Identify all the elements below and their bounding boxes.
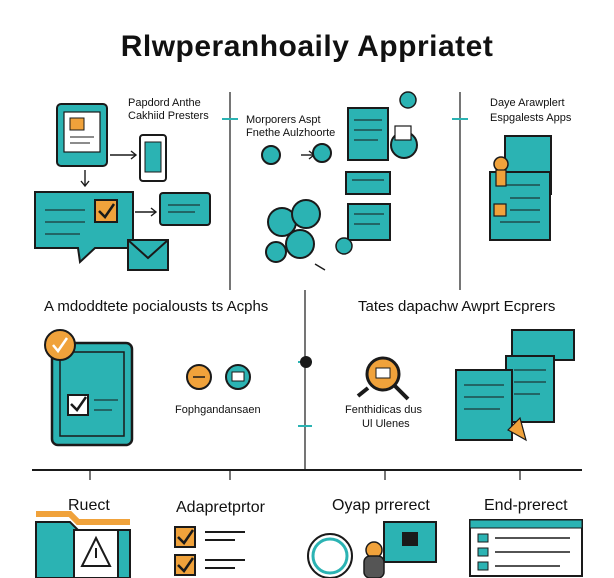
top-left-label-1: Papdord Anthe [128, 97, 201, 109]
bottom-label-4: End-prerect [484, 497, 568, 514]
phone-icon [139, 134, 167, 182]
bottom-label-2: Adapretprtor [176, 499, 265, 516]
toggle-icon [390, 91, 418, 159]
presenter-screen-icon [363, 521, 437, 578]
laptop-icon [159, 192, 211, 226]
bottom-label-3: Oyap prrerect [332, 497, 430, 514]
chat-bubble-icon [34, 191, 134, 265]
top-middle-label-1: Morporers Aspt [246, 114, 321, 126]
checklist-icon [174, 526, 245, 576]
bottom-label-1: Ruect [68, 497, 110, 514]
dashboard-icon [469, 519, 583, 577]
document-cascade-icon [455, 329, 575, 442]
hub-node-icon [300, 356, 312, 368]
cloud-cluster-icon [265, 199, 353, 271]
document-icon [489, 135, 552, 241]
anchor-ticks [222, 118, 468, 427]
connector-icon [186, 364, 251, 390]
middle-center-label-2: Fenthidicas dus [345, 404, 423, 416]
warning-icon [73, 529, 119, 578]
middle-center-label-1: Fophgandansaen [175, 404, 261, 416]
top-middle-label-2: Fnethe Aulzhoorte [246, 127, 336, 139]
document-stack-icon [345, 107, 391, 241]
section-dividers [32, 92, 582, 480]
gear-icon [261, 143, 332, 165]
magnifier-icon [356, 356, 410, 401]
middle-left-heading: A mdoddtete pocialousts ts Acphs [44, 298, 269, 315]
tablet-icon [56, 103, 108, 167]
checkbox-icon [94, 199, 118, 223]
middle-center-label-3: Ul Ulenes [362, 418, 410, 430]
top-right-label-1: Daye Arawplert [490, 97, 565, 109]
diagram-title: Rlwperanhoaily Appriatet [120, 30, 494, 63]
envelope-icon [127, 239, 169, 271]
tablet-checklist-icon [44, 329, 134, 447]
arrows-top-left [80, 150, 158, 217]
middle-right-heading: Tates dapachw Awprt Ecprers [358, 298, 556, 315]
top-left-label-2: Cakhiid Presters [128, 110, 209, 122]
cursor-icon [493, 156, 509, 187]
top-right-label-2: Espgalests Apps [490, 112, 572, 124]
target-ring-icon [307, 533, 353, 578]
